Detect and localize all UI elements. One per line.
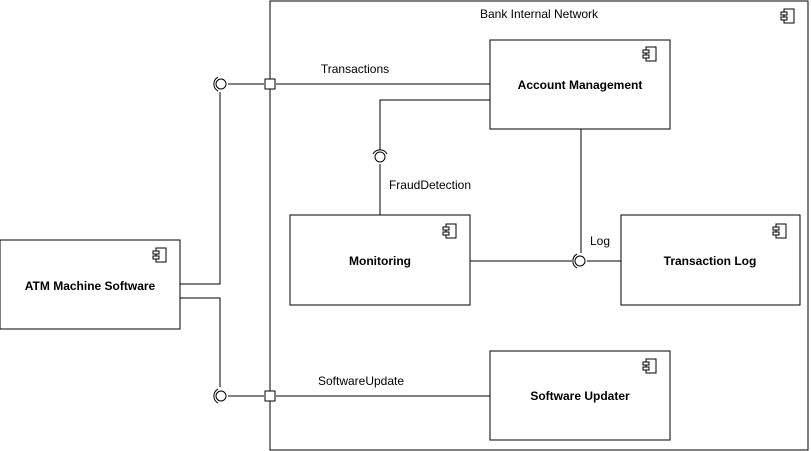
atm-software-update-link [180, 297, 221, 387]
software-update-interface-icon[interactable] [213, 388, 227, 404]
component-icon [780, 8, 795, 24]
transactions-port-icon[interactable] [264, 78, 276, 90]
component-icon [642, 46, 657, 62]
software-updater-component[interactable]: Software Updater [489, 350, 671, 441]
fraud-detection-interface-icon[interactable] [372, 149, 388, 163]
atm-machine-software-component[interactable]: ATM Machine Software [0, 239, 181, 330]
connectors [180, 83, 621, 397]
fraud-detection-label: FraudDetection [389, 178, 471, 192]
fraud-detection-provided-link [379, 99, 490, 150]
container-title: Bank Internal Network [480, 7, 599, 21]
atm-transactions-link [180, 92, 221, 285]
transactions-label: Transactions [321, 62, 389, 76]
log-label: Log [590, 234, 610, 248]
software-update-label: SoftwareUpdate [318, 374, 404, 388]
transaction-log-component[interactable]: Transaction Log [620, 214, 801, 306]
account-management-title: Account Management [518, 78, 643, 92]
account-management-component[interactable]: Account Management [489, 39, 671, 130]
component-icon [442, 223, 457, 239]
log-interface-icon[interactable] [572, 253, 586, 269]
transactions-interface-icon[interactable] [213, 76, 227, 92]
software-update-port-icon[interactable] [264, 390, 276, 402]
monitoring-component[interactable]: Monitoring [289, 214, 471, 306]
component-icon [152, 247, 167, 263]
transaction-log-title: Transaction Log [664, 254, 757, 268]
software-updater-title: Software Updater [530, 389, 630, 403]
monitoring-title: Monitoring [349, 254, 411, 268]
component-icon [772, 223, 787, 239]
atm-machine-software-title: ATM Machine Software [25, 279, 156, 293]
component-icon [642, 358, 657, 374]
